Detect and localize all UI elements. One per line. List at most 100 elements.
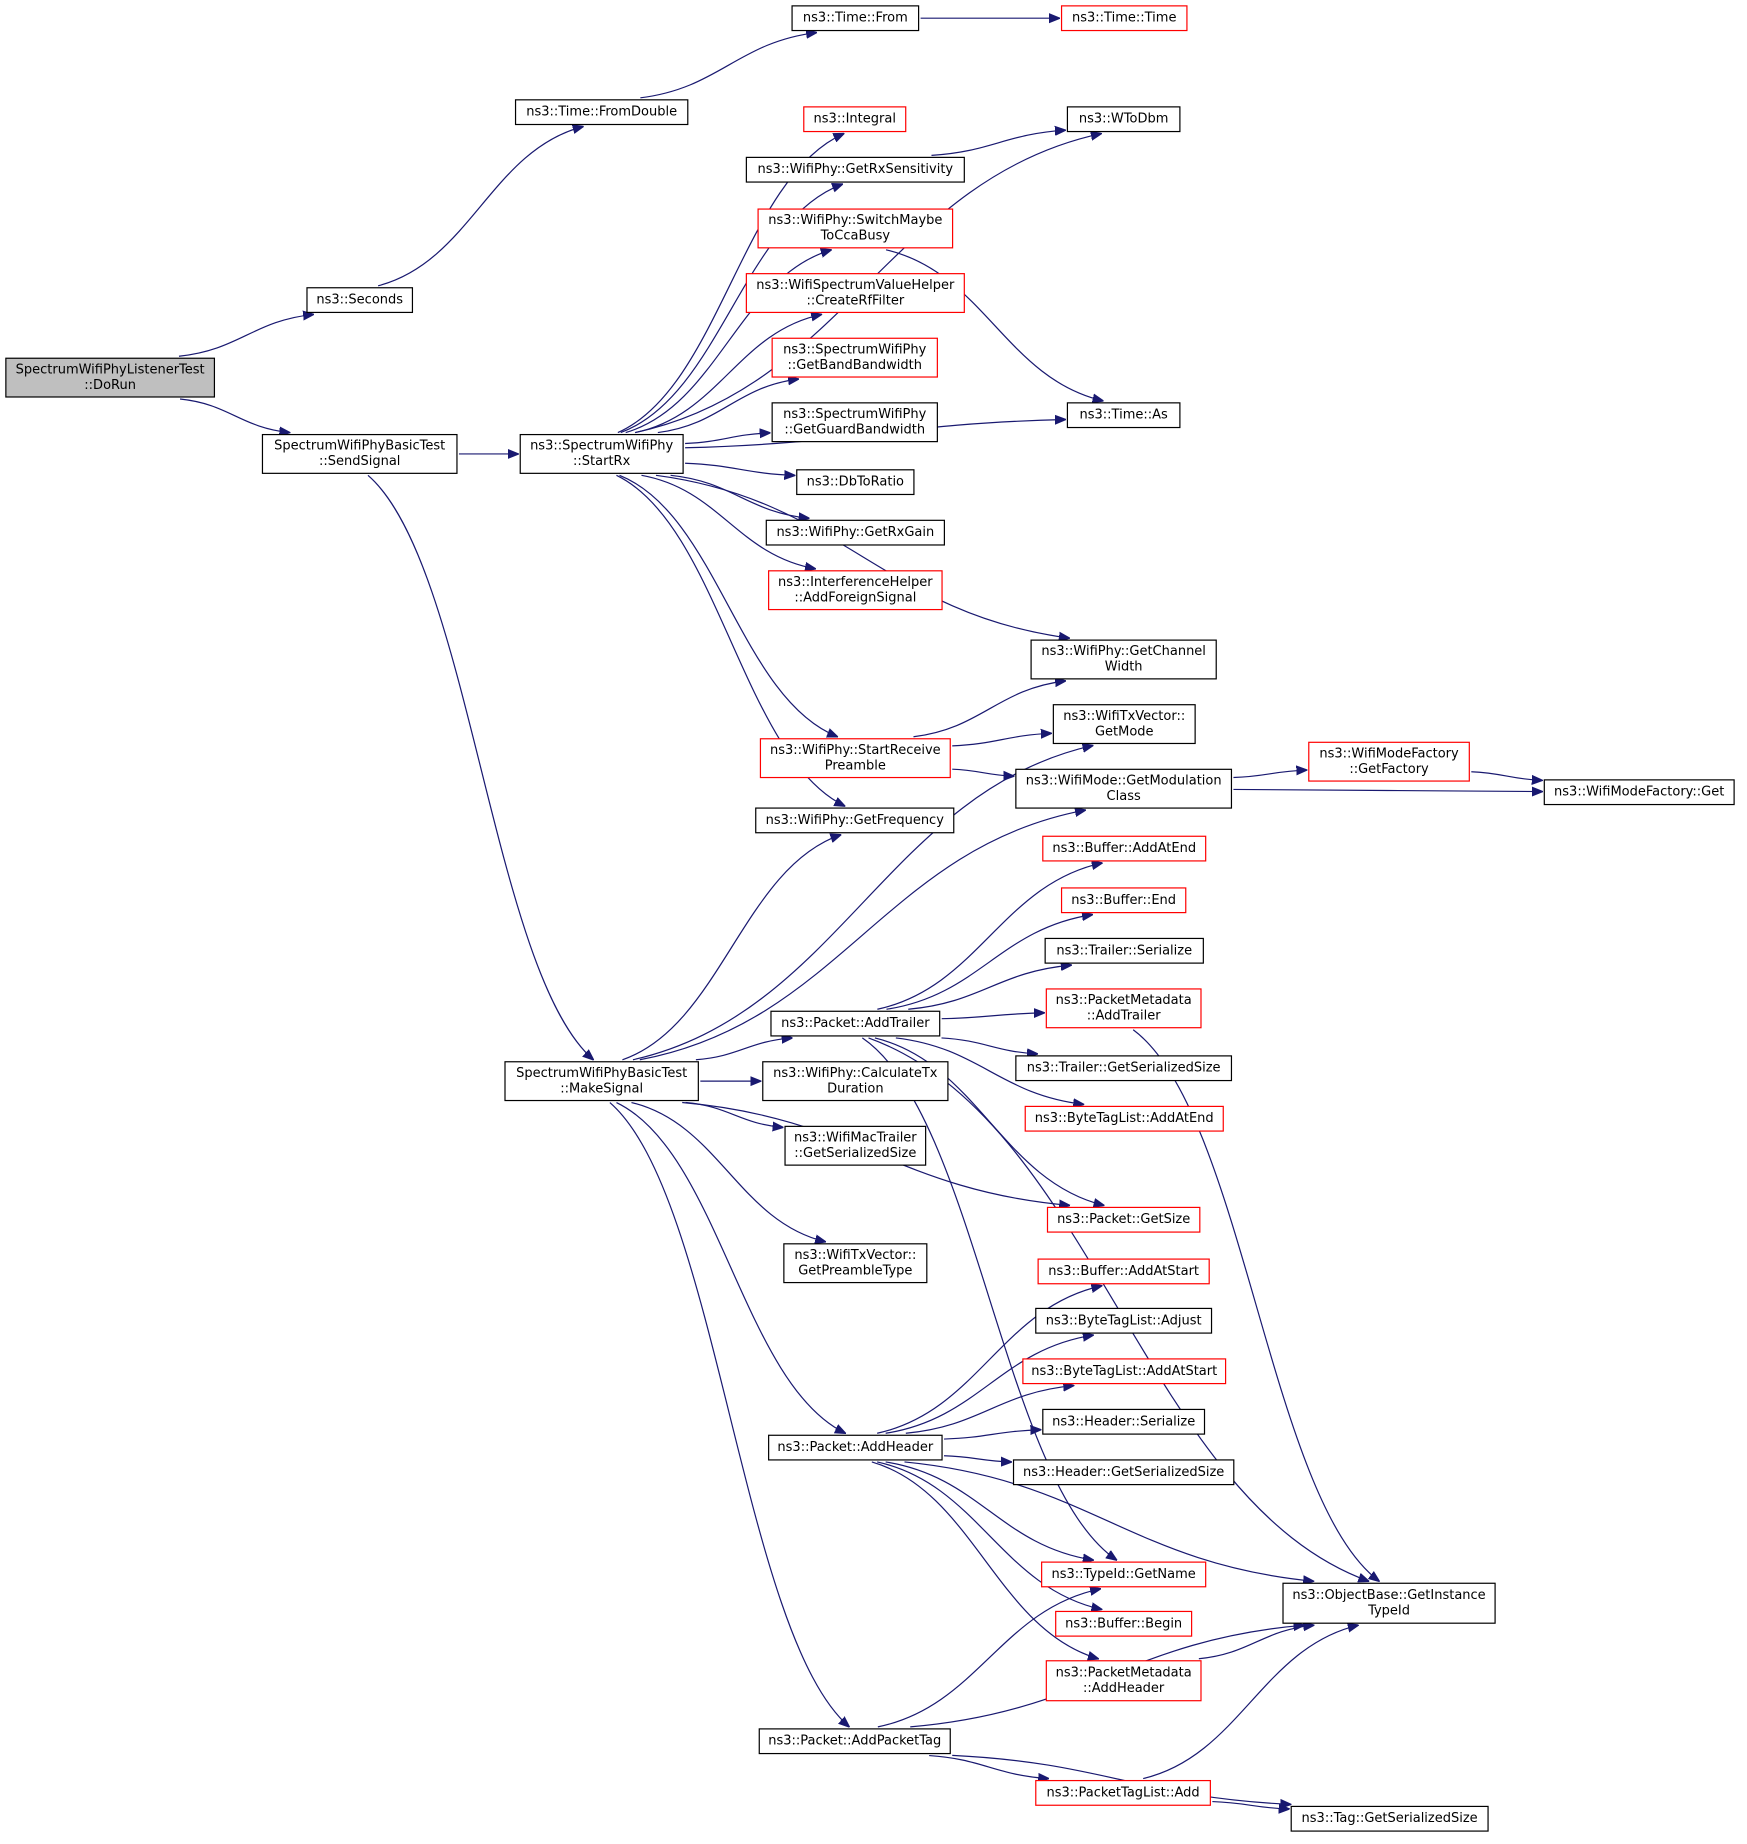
node-btl-add-at-end[interactable]: ns3::ByteTagList::AddAtEnd — [1024, 1105, 1224, 1132]
node-start-rx[interactable]: ns3::SpectrumWifiPhy::StartRx — [519, 433, 684, 474]
node-box[interactable] — [5, 357, 216, 398]
node-add-header[interactable]: ns3::Packet::AddHeader — [768, 1434, 943, 1461]
node-box[interactable] — [1044, 937, 1204, 964]
node-type-id-name[interactable]: ns3::TypeId::GetName — [1041, 1561, 1207, 1588]
node-preamble-type[interactable]: ns3::WifiTxVector::GetPreambleType — [783, 1243, 928, 1284]
node-box[interactable] — [1045, 1660, 1202, 1702]
node-from-double[interactable]: ns3::Time::FromDouble — [514, 99, 689, 126]
node-buf-end[interactable]: ns3::Buffer::End — [1060, 887, 1187, 914]
node-pm-add-trailer[interactable]: ns3::PacketMetadata::AddTrailer — [1045, 988, 1202, 1029]
node-box[interactable] — [1045, 988, 1202, 1029]
node-db-to-ratio[interactable]: ns3::DbToRatio — [796, 469, 915, 496]
node-time-from[interactable]: ns3::Time::From — [791, 5, 920, 32]
node-box[interactable] — [1041, 1561, 1207, 1588]
node-box[interactable] — [261, 433, 458, 474]
node-box[interactable] — [1037, 1258, 1210, 1285]
node-box[interactable] — [1543, 779, 1735, 806]
node-btl-add-at-start[interactable]: ns3::ByteTagList::AddAtStart — [1022, 1358, 1227, 1385]
node-add-pkt-tag[interactable]: ns3::Packet::AddPacketTag — [758, 1728, 951, 1755]
node-box[interactable] — [1024, 1105, 1224, 1132]
node-box[interactable] — [1042, 1408, 1206, 1435]
node-add-trailer[interactable]: ns3::Packet::AddTrailer — [770, 1010, 941, 1037]
node-box[interactable] — [771, 337, 938, 378]
node-factory-get[interactable]: ns3::WifiModeFactory::Get — [1543, 779, 1735, 806]
node-seconds[interactable]: ns3::Seconds — [306, 287, 414, 314]
node-box[interactable] — [768, 1434, 943, 1461]
node-do-run[interactable]: SpectrumWifiPhyListenerTest::DoRun — [5, 357, 216, 398]
node-box[interactable] — [1055, 1610, 1193, 1637]
node-time-time[interactable]: ns3::Time::Time — [1060, 5, 1188, 32]
node-box[interactable] — [1060, 5, 1188, 32]
node-btl-adjust[interactable]: ns3::ByteTagList::Adjust — [1035, 1307, 1213, 1334]
node-box[interactable] — [771, 402, 938, 443]
node-pm-add-header[interactable]: ns3::PacketMetadata::AddHeader — [1045, 1660, 1202, 1702]
node-w-to-dbm[interactable]: ns3::WToDbm — [1066, 106, 1181, 133]
node-box[interactable] — [757, 208, 954, 249]
node-box[interactable] — [1282, 1582, 1496, 1624]
node-get-freq[interactable]: ns3::WifiPhy::GetFrequency — [755, 807, 955, 834]
node-send-signal[interactable]: SpectrumWifiPhyBasicTest::SendSignal — [261, 433, 458, 474]
node-box[interactable] — [1022, 1358, 1227, 1385]
node-create-rf[interactable]: ns3::WifiSpectrumValueHelper::CreateRfFi… — [745, 273, 965, 314]
node-box[interactable] — [519, 433, 684, 474]
node-buf-add-at-start[interactable]: ns3::Buffer::AddAtStart — [1037, 1258, 1210, 1285]
node-box[interactable] — [1035, 1307, 1213, 1334]
node-box[interactable] — [306, 287, 414, 314]
node-box[interactable] — [1066, 402, 1181, 429]
node-get-guard-bw[interactable]: ns3::SpectrumWifiPhy::GetGuardBandwidth — [771, 402, 938, 443]
node-box[interactable] — [796, 469, 915, 496]
node-time-as[interactable]: ns3::Time::As — [1066, 402, 1181, 429]
node-box[interactable] — [784, 1125, 927, 1166]
node-box[interactable] — [1066, 106, 1181, 133]
node-box[interactable] — [1046, 1206, 1201, 1233]
node-box[interactable] — [765, 519, 945, 546]
node-box[interactable] — [758, 1728, 951, 1755]
node-tag-size[interactable]: ns3::Tag::GetSerializedSize — [1290, 1805, 1489, 1832]
node-box[interactable] — [514, 99, 689, 126]
node-mac-trailer[interactable]: ns3::WifiMacTrailer::GetSerializedSize — [784, 1125, 927, 1166]
node-box[interactable] — [745, 273, 965, 314]
node-box[interactable] — [768, 570, 943, 611]
node-box[interactable] — [791, 5, 920, 32]
node-box[interactable] — [1052, 704, 1196, 745]
node-box[interactable] — [1015, 1055, 1233, 1082]
node-box[interactable] — [504, 1061, 699, 1102]
node-buf-add-at-end[interactable]: ns3::Buffer::AddAtEnd — [1042, 835, 1207, 862]
node-add-foreign[interactable]: ns3::InterferenceHelper::AddForeignSigna… — [768, 570, 943, 611]
node-box[interactable] — [803, 106, 907, 133]
node-integral[interactable]: ns3::Integral — [803, 106, 907, 133]
node-header-ser[interactable]: ns3::Header::Serialize — [1042, 1408, 1206, 1435]
node-box[interactable] — [770, 1010, 941, 1037]
node-box[interactable] — [1012, 1459, 1235, 1486]
node-box[interactable] — [755, 807, 955, 834]
node-get-band-bw[interactable]: ns3::SpectrumWifiPhy::GetBandBandwidth — [771, 337, 938, 378]
node-make-signal[interactable]: SpectrumWifiPhyBasicTest::MakeSignal — [504, 1061, 699, 1102]
node-pkt-size[interactable]: ns3::Packet::GetSize — [1046, 1206, 1201, 1233]
node-box[interactable] — [1290, 1805, 1489, 1832]
node-trailer-size[interactable]: ns3::Trailer::GetSerializedSize — [1015, 1055, 1233, 1082]
node-get-rx-gain[interactable]: ns3::WifiPhy::GetRxGain — [765, 519, 945, 546]
node-buf-begin[interactable]: ns3::Buffer::Begin — [1055, 1610, 1193, 1637]
node-box[interactable] — [783, 1243, 928, 1284]
node-box[interactable] — [1035, 1779, 1211, 1806]
node-box[interactable] — [1030, 639, 1217, 680]
node-box[interactable] — [1060, 887, 1187, 914]
node-header-size[interactable]: ns3::Header::GetSerializedSize — [1012, 1459, 1235, 1486]
node-box[interactable] — [745, 156, 965, 183]
node-box[interactable] — [1308, 741, 1470, 782]
node-tx-get-mode[interactable]: ns3::WifiTxVector::GetMode — [1052, 704, 1196, 745]
node-trailer-ser[interactable]: ns3::Trailer::Serialize — [1044, 937, 1204, 964]
node-box[interactable] — [762, 1061, 949, 1102]
node-get-factory[interactable]: ns3::WifiModeFactory::GetFactory — [1308, 741, 1470, 782]
node-box[interactable] — [1042, 835, 1207, 862]
node-box[interactable] — [1015, 768, 1233, 809]
node-box[interactable] — [759, 738, 951, 779]
node-get-rx-sens[interactable]: ns3::WifiPhy::GetRxSensitivity — [745, 156, 965, 183]
node-ptl-add[interactable]: ns3::PacketTagList::Add — [1035, 1779, 1211, 1806]
